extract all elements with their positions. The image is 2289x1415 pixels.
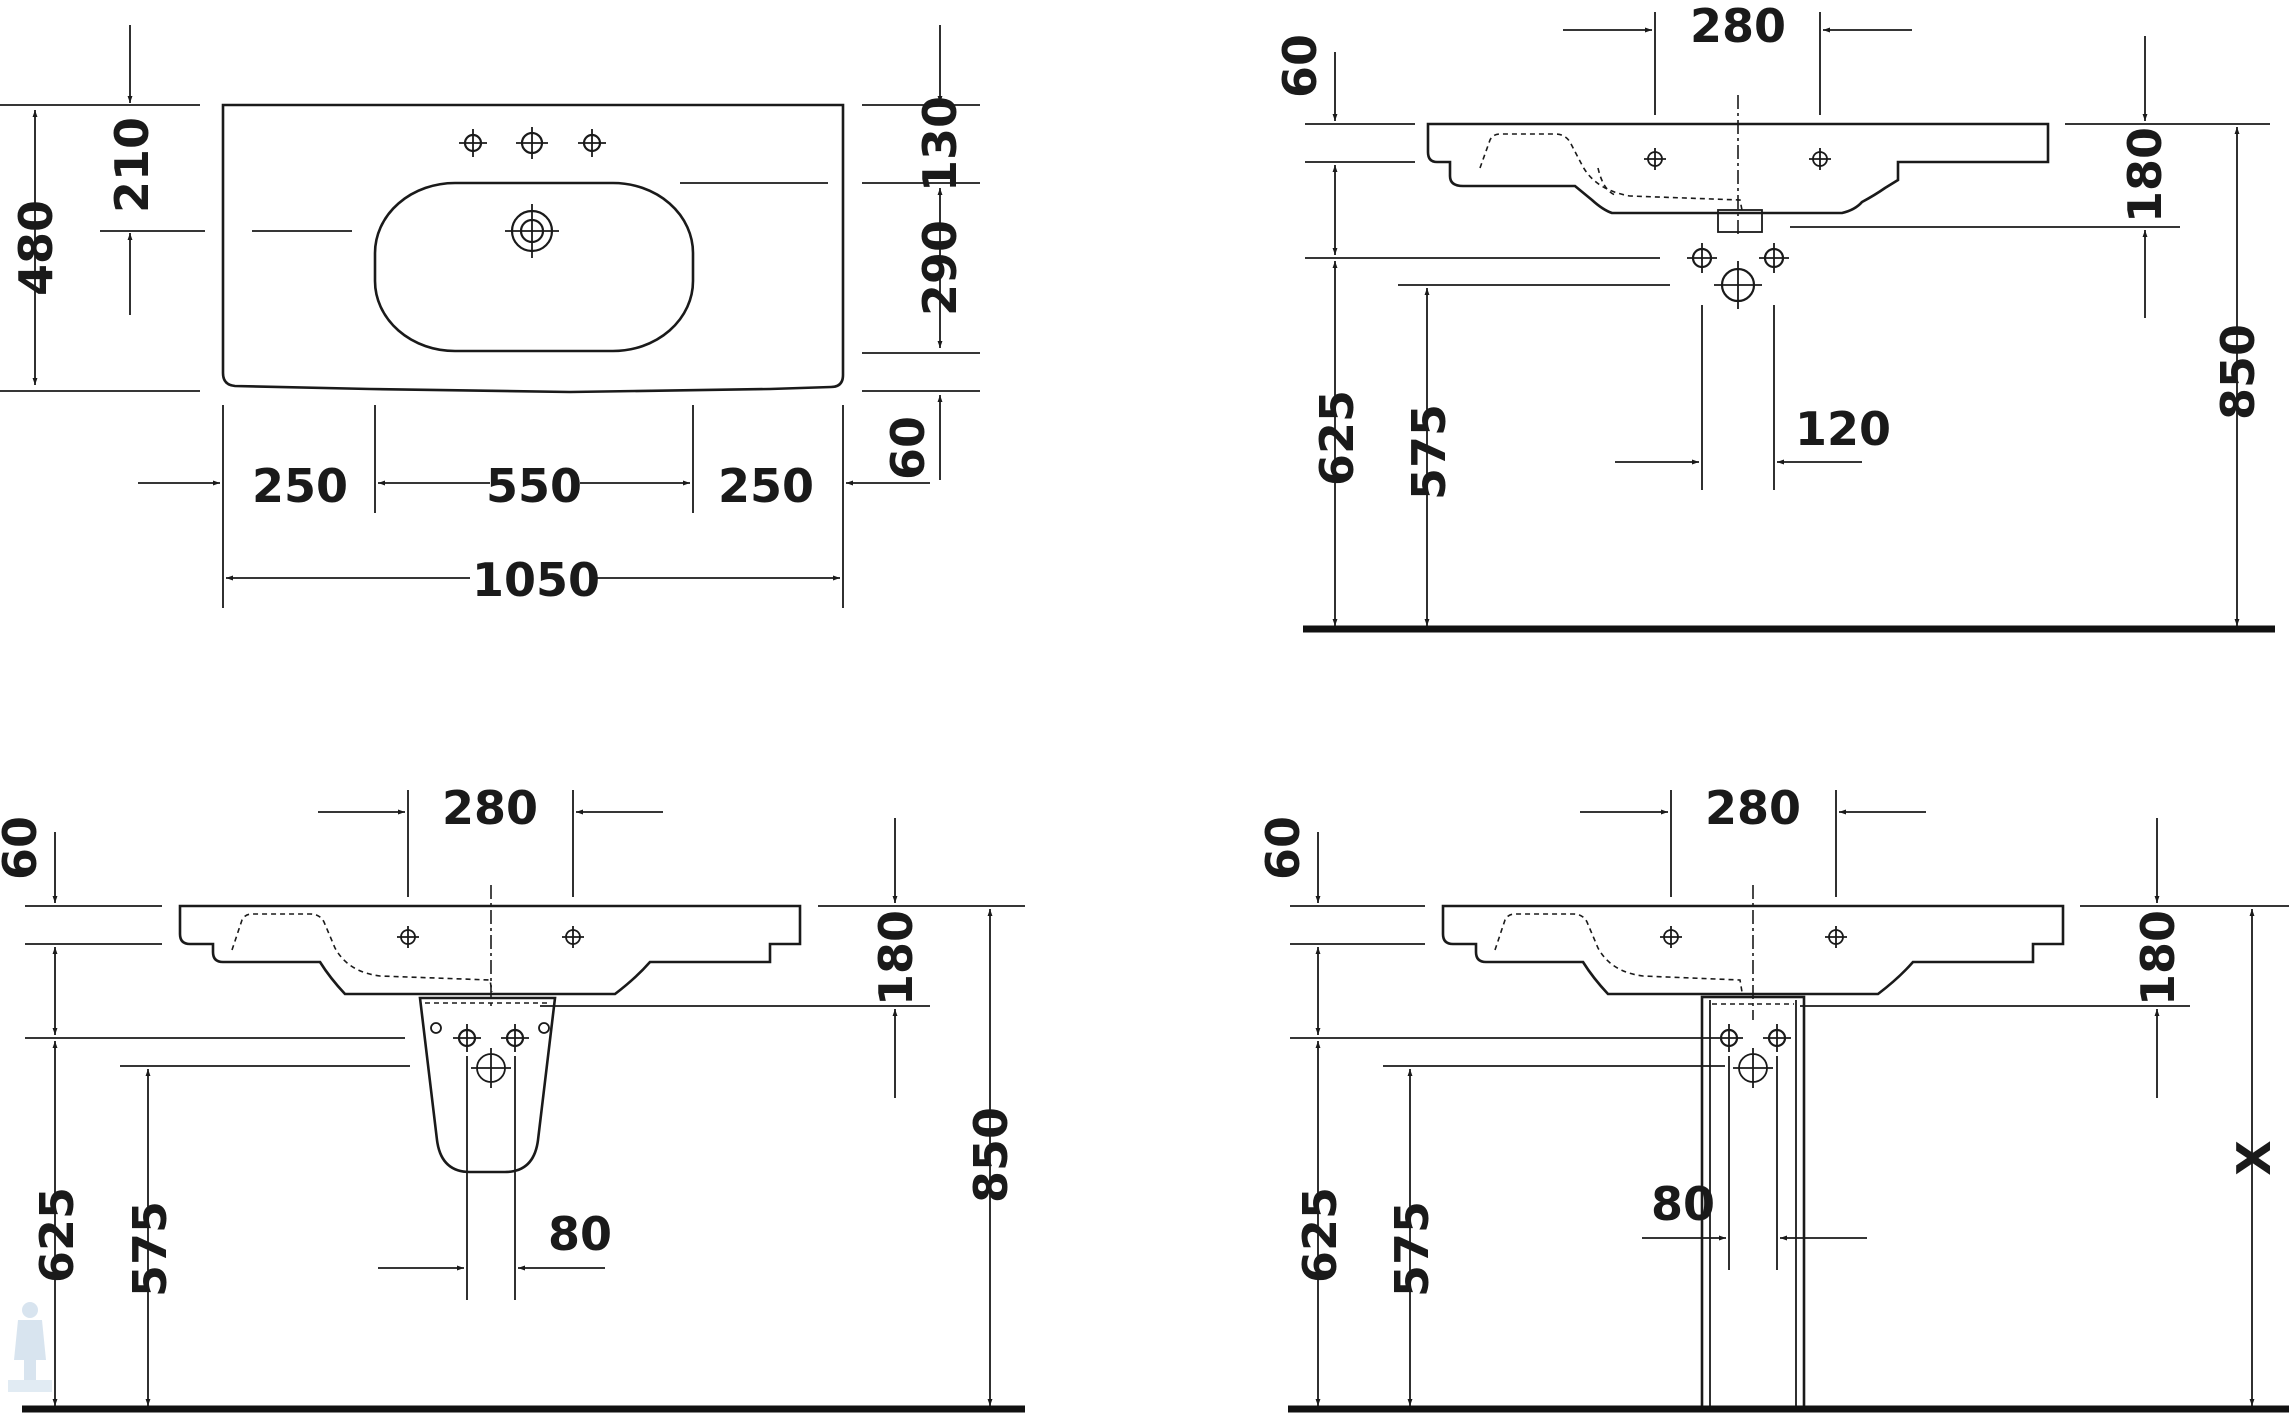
dim-250-left: 250 bbox=[252, 459, 348, 513]
semi-pedestal-view: 280 60 625 575 80 180 850 bbox=[0, 781, 1025, 1413]
pedestal-view: 280 60 625 575 80 180 X bbox=[1256, 781, 2289, 1413]
dim-575: 575 bbox=[1402, 404, 1456, 500]
dim-120: 120 bbox=[1795, 402, 1891, 456]
tap-hole-optional-right-icon bbox=[578, 129, 606, 157]
dim-80: 80 bbox=[1651, 1177, 1715, 1231]
plumber-logo-icon bbox=[8, 1302, 52, 1392]
dim-60: 60 bbox=[881, 416, 935, 480]
tap-hole-left-icon bbox=[1660, 926, 1682, 948]
dim-210: 210 bbox=[105, 117, 159, 213]
dim-250-right: 250 bbox=[718, 459, 814, 513]
tap-hole-right-icon bbox=[562, 926, 584, 948]
dim-180: 180 bbox=[2118, 127, 2172, 223]
dim-60: 60 bbox=[0, 816, 47, 880]
waste-outlet-icon bbox=[471, 1048, 511, 1088]
dim-280: 280 bbox=[442, 781, 538, 835]
dim-60: 60 bbox=[1273, 34, 1327, 98]
dim-625: 625 bbox=[1310, 390, 1364, 486]
dim-850: 850 bbox=[964, 1107, 1018, 1203]
tap-hole-left-icon bbox=[397, 926, 419, 948]
dim-625: 625 bbox=[1293, 1187, 1347, 1283]
tap-hole-optional-left-icon bbox=[459, 129, 487, 157]
waste-outlet-icon bbox=[1714, 261, 1762, 309]
supply-left-icon bbox=[1687, 243, 1717, 273]
dim-480: 480 bbox=[9, 200, 63, 296]
dim-280: 280 bbox=[1690, 0, 1786, 53]
dim-130: 130 bbox=[913, 96, 967, 192]
dim-575: 575 bbox=[1385, 1201, 1439, 1297]
tap-hole-icon bbox=[516, 127, 548, 159]
supply-left-icon bbox=[1715, 1024, 1743, 1052]
front-view: 280 60 625 575 120 180 850 bbox=[1273, 0, 2275, 633]
dim-80: 80 bbox=[548, 1207, 612, 1261]
basin-profile-front bbox=[1426, 122, 2050, 215]
dim-x: X bbox=[2227, 1140, 2281, 1175]
basin-profile-semi bbox=[178, 904, 802, 996]
tap-hole-right-icon bbox=[1825, 926, 1847, 948]
bowl-outline bbox=[373, 181, 695, 353]
tap-hole-left-icon bbox=[1644, 148, 1666, 170]
top-view: 480 210 130 290 60 250 550 250 bbox=[0, 25, 980, 608]
dim-290: 290 bbox=[913, 220, 967, 316]
dim-550: 550 bbox=[486, 459, 582, 513]
tap-hole-right-icon bbox=[1809, 148, 1831, 170]
dim-60: 60 bbox=[1256, 816, 1310, 880]
supply-right-icon bbox=[1759, 243, 1789, 273]
dim-1050: 1050 bbox=[472, 553, 600, 607]
dim-180: 180 bbox=[2131, 910, 2185, 1006]
drain-icon bbox=[505, 204, 559, 258]
supply-left-icon bbox=[453, 1024, 481, 1052]
dim-575: 575 bbox=[123, 1201, 177, 1297]
supply-right-icon bbox=[1763, 1024, 1791, 1052]
dim-850: 850 bbox=[2211, 324, 2265, 420]
dim-625: 625 bbox=[30, 1187, 84, 1283]
basin-profile-pedestal bbox=[1441, 904, 2065, 996]
supply-right-icon bbox=[501, 1024, 529, 1052]
dim-280: 280 bbox=[1705, 781, 1801, 835]
dim-180: 180 bbox=[869, 910, 923, 1006]
waste-outlet-icon bbox=[1733, 1048, 1773, 1088]
